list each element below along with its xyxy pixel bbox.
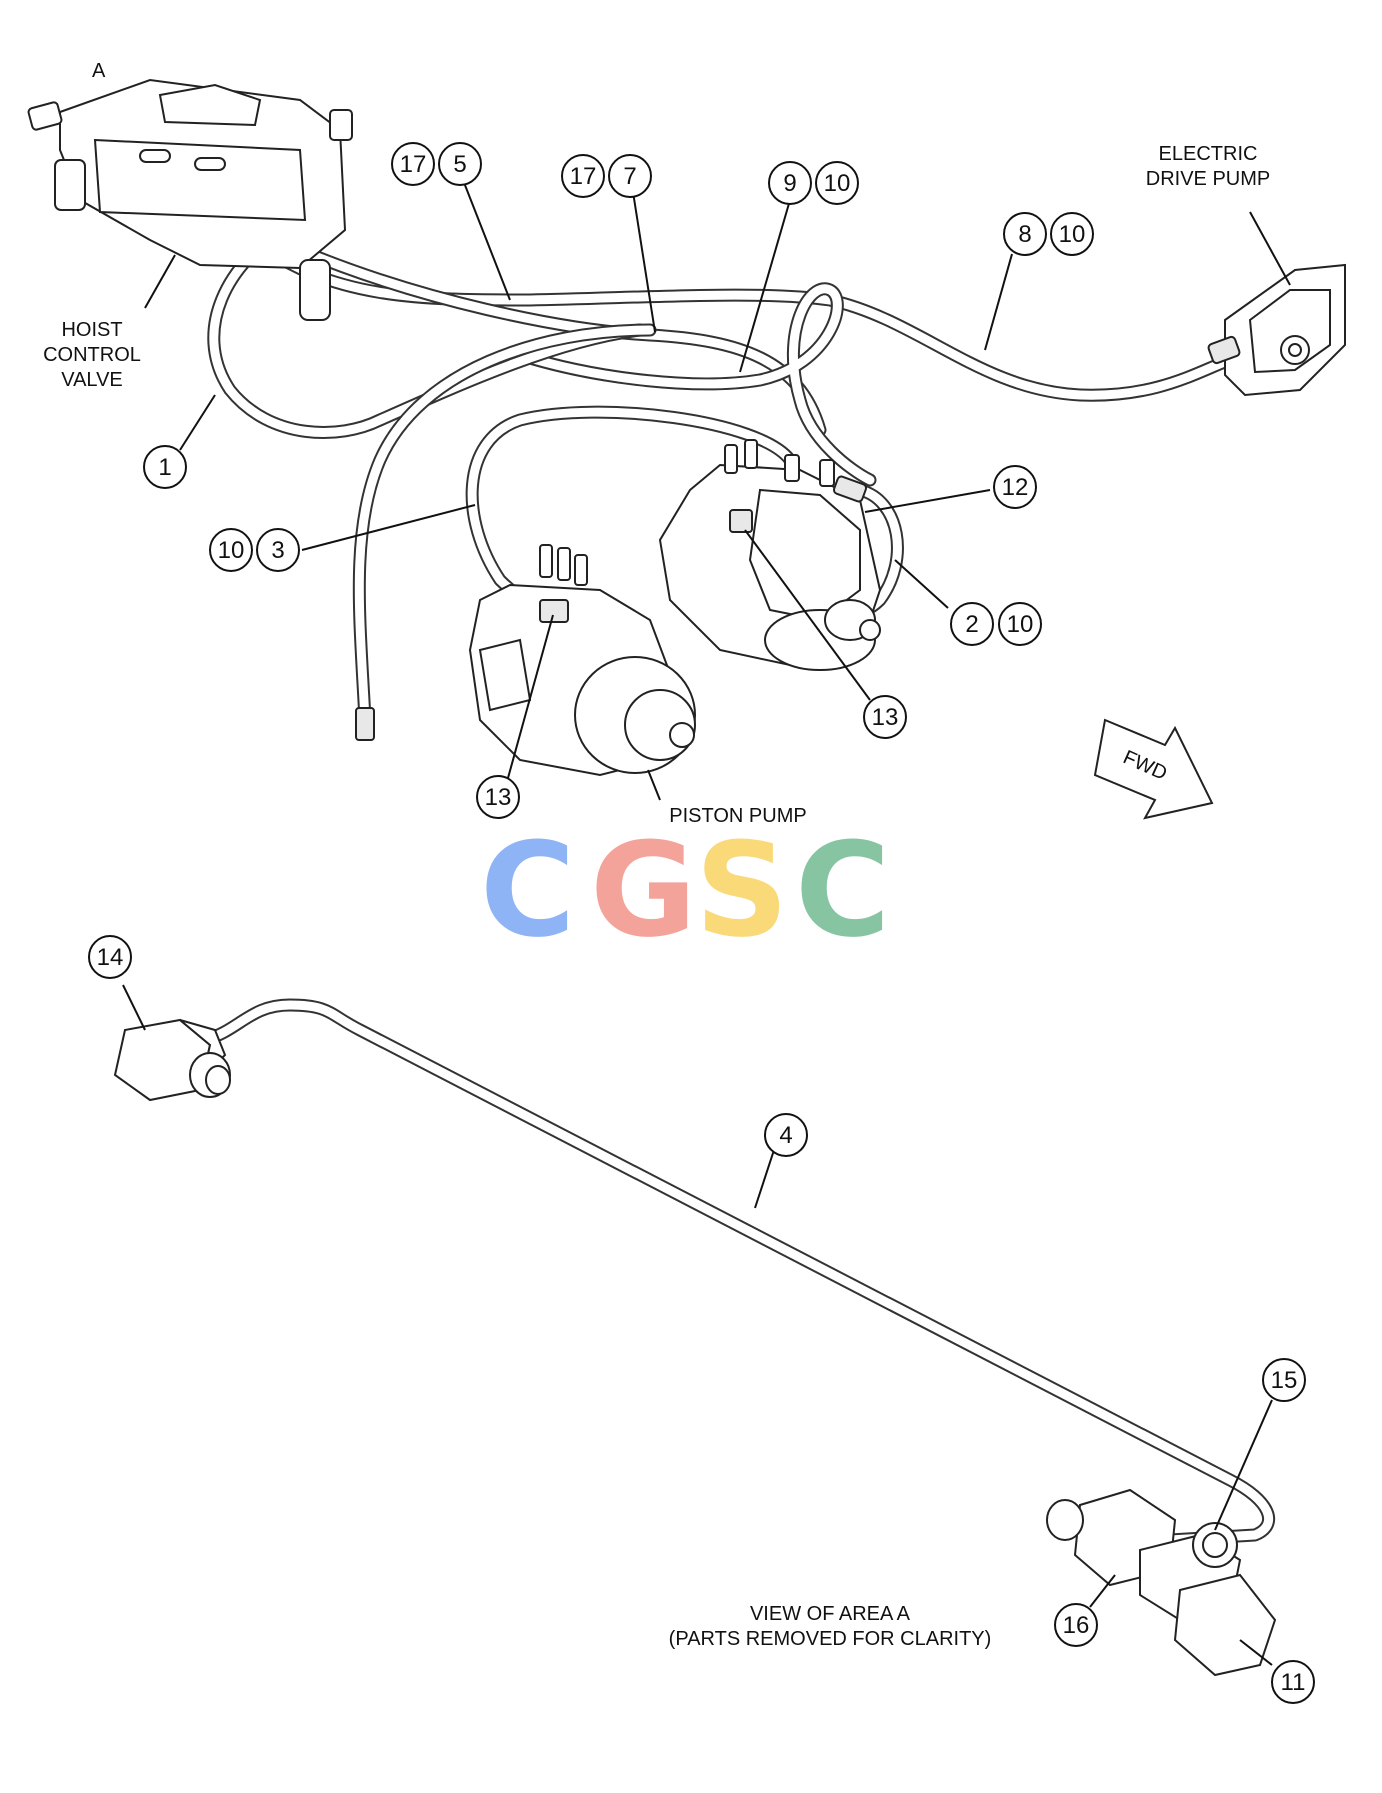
svg-text:11: 11: [1281, 1669, 1306, 1696]
svg-text:10: 10: [824, 170, 851, 197]
callout-15: 15: [1262, 1358, 1306, 1402]
svg-text:CONTROL: CONTROL: [43, 344, 141, 366]
tube-assembly: [113, 998, 1277, 1677]
watermark-logo: C G S C: [480, 814, 890, 966]
logo-letter-s: S: [695, 814, 789, 966]
callout-2: 2: [950, 602, 994, 646]
callout-12: 12: [993, 465, 1037, 509]
svg-text:4: 4: [779, 1122, 792, 1149]
logo-letter-c2: C: [795, 814, 890, 966]
svg-text:13: 13: [872, 704, 899, 731]
callout-3: 3: [256, 528, 300, 572]
callout-14: 14: [88, 935, 132, 979]
callout-1: 1: [143, 445, 187, 489]
svg-text:1: 1: [158, 454, 171, 481]
callout-17b: 17: [561, 154, 605, 198]
logo-letter-g: G: [590, 814, 697, 966]
callout-10b: 10: [1050, 212, 1094, 256]
svg-text:16: 16: [1063, 1612, 1090, 1639]
piston-pump-right: [658, 439, 882, 671]
callout-10a: 10: [815, 161, 859, 205]
svg-text:12: 12: [1002, 474, 1029, 501]
svg-text:HOIST: HOIST: [61, 319, 122, 341]
svg-text:15: 15: [1271, 1367, 1298, 1394]
svg-text:2: 2: [965, 611, 978, 638]
callout-10c: 10: [209, 528, 253, 572]
svg-text:5: 5: [453, 151, 466, 178]
svg-text:7: 7: [623, 163, 636, 190]
svg-text:9: 9: [783, 170, 796, 197]
hoist-control-valve: [27, 78, 353, 321]
svg-text:(PARTS REMOVED FOR CLARITY): (PARTS REMOVED FOR CLARITY): [669, 1628, 992, 1650]
callout-13b: 13: [476, 775, 520, 819]
callout-9: 9: [768, 161, 812, 205]
electric-drive-pump-label: ELECTRIC DRIVE PUMP: [1146, 143, 1270, 190]
svg-text:3: 3: [271, 537, 284, 564]
piston-pump-left: [468, 544, 696, 777]
svg-text:DRIVE PUMP: DRIVE PUMP: [1146, 168, 1270, 190]
logo-letter-c1: C: [480, 814, 575, 966]
svg-text:VALVE: VALVE: [61, 369, 123, 391]
view-note: VIEW OF AREA A (PARTS REMOVED FOR CLARIT…: [669, 1603, 992, 1650]
svg-text:ELECTRIC: ELECTRIC: [1159, 143, 1258, 165]
svg-text:14: 14: [97, 944, 124, 971]
hoist-control-valve-label: HOIST CONTROL VALVE: [43, 319, 141, 391]
callout-11: 11: [1271, 1660, 1315, 1704]
callout-17a: 17: [391, 142, 435, 186]
callout-4: 4: [764, 1113, 808, 1157]
callout-5: 5: [438, 142, 482, 186]
svg-text:10: 10: [218, 537, 245, 564]
area-letter: A: [92, 60, 106, 82]
leader-lines: [122, 179, 1291, 1666]
callout-13a: 13: [863, 695, 907, 739]
svg-text:8: 8: [1018, 221, 1031, 248]
svg-text:VIEW OF AREA A: VIEW OF AREA A: [750, 1603, 911, 1625]
svg-text:10: 10: [1007, 611, 1034, 638]
callout-10d: 10: [998, 602, 1042, 646]
electric-drive-pump: [1207, 263, 1346, 397]
svg-text:13: 13: [485, 784, 512, 811]
svg-text:10: 10: [1059, 221, 1086, 248]
piston-pump-label: PISTON PUMP: [669, 805, 806, 827]
svg-text:17: 17: [400, 151, 427, 178]
fwd-arrow-icon: FWD: [1093, 718, 1214, 820]
callout-16: 16: [1054, 1603, 1098, 1647]
callout-8: 8: [1003, 212, 1047, 256]
svg-text:17: 17: [570, 163, 597, 190]
callout-7: 7: [608, 154, 652, 198]
